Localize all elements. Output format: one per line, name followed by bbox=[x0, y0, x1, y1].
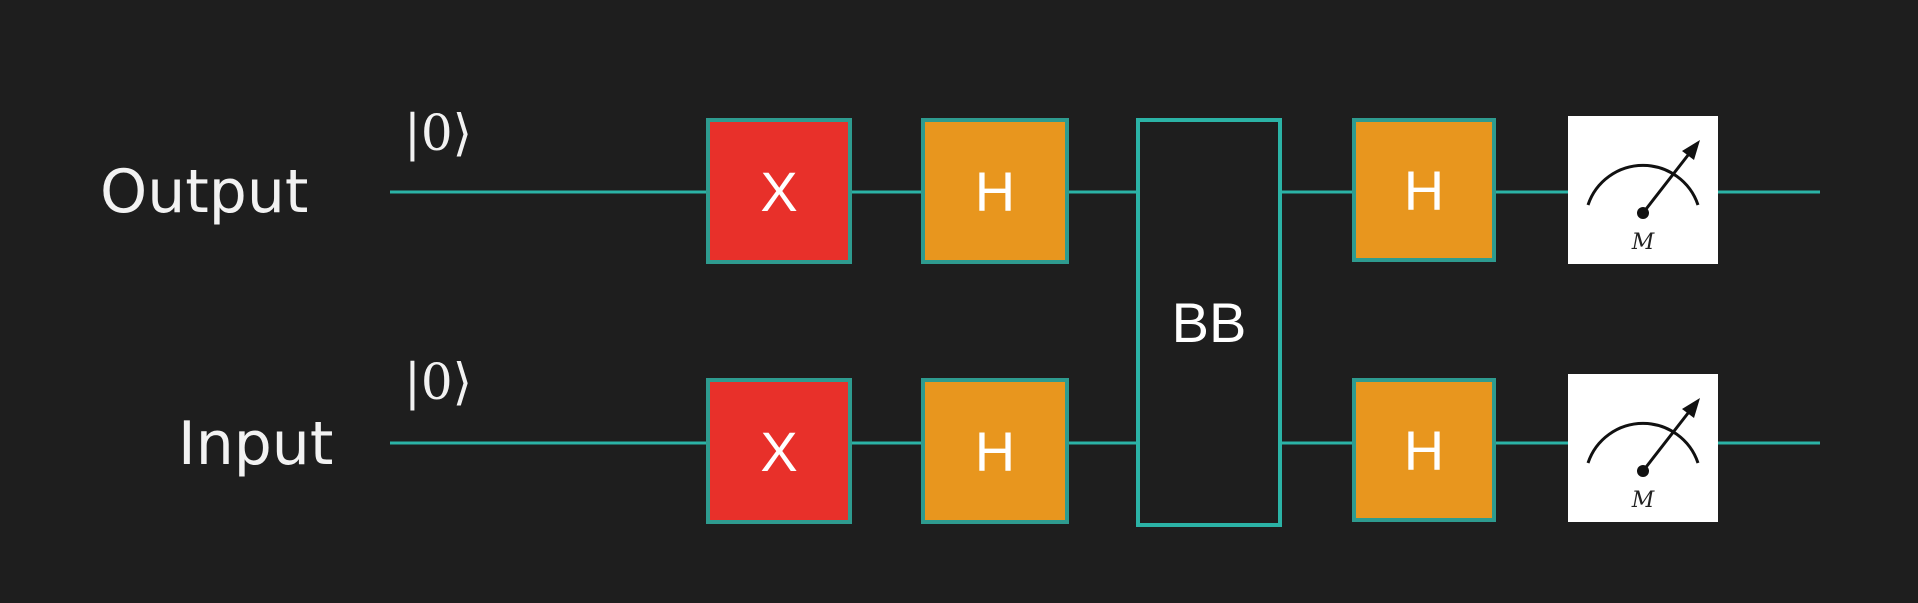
h-gate-output-2-label: H bbox=[1403, 158, 1445, 222]
measure-output-label: M bbox=[1631, 230, 1655, 255]
measure-output bbox=[1568, 116, 1718, 264]
x-gate-input-label: X bbox=[760, 419, 798, 483]
measure-input bbox=[1568, 374, 1718, 522]
h-gate-input-1-label: H bbox=[974, 419, 1016, 483]
oracle-box bbox=[1136, 118, 1282, 527]
h-gate-input-1 bbox=[921, 378, 1069, 524]
h-gate-output-2 bbox=[1352, 118, 1496, 262]
oracle-label: BB bbox=[1171, 291, 1247, 354]
x-gate-output bbox=[706, 118, 852, 264]
h-gate-input-2-label: H bbox=[1403, 418, 1445, 482]
initial-state-input: |0⟩ bbox=[404, 353, 473, 411]
qubit-label-output: Output bbox=[100, 157, 309, 227]
initial-state-output: |0⟩ bbox=[404, 104, 473, 162]
x-gate-input bbox=[706, 378, 852, 524]
qubit-label-input: Input bbox=[178, 409, 334, 479]
h-gate-input-2 bbox=[1352, 378, 1496, 522]
h-gate-output-1-label: H bbox=[974, 159, 1016, 223]
measure-input-label: M bbox=[1631, 488, 1655, 513]
x-gate-output-label: X bbox=[760, 159, 798, 223]
h-gate-output-1 bbox=[921, 118, 1069, 264]
